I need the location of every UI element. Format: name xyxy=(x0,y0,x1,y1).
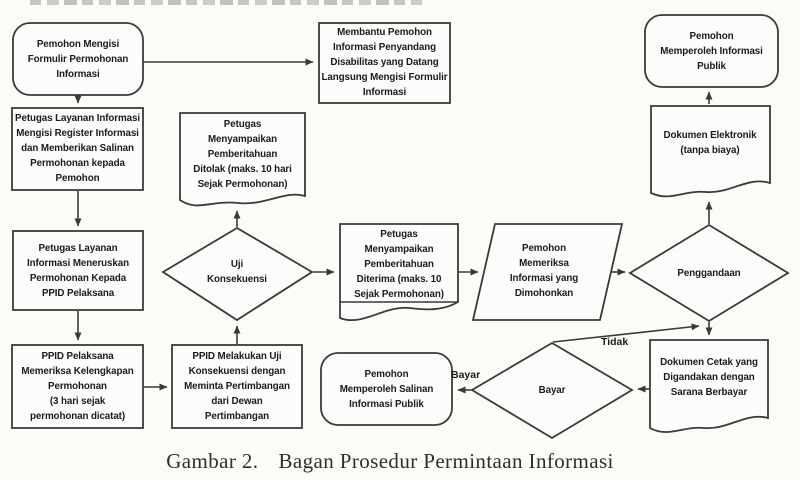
membantu-disabilitas-label: Membantu Pemohon Informasi Penyandang Di… xyxy=(321,27,448,98)
bayar-decision-label: Bayar xyxy=(538,384,566,396)
dokumen-cetak-document xyxy=(649,339,769,433)
edge-label-bayar: Bayar xyxy=(451,369,481,381)
pemohon-mengisi-label: Pemohon Mengisi Formulir Permohonan Info… xyxy=(27,38,129,80)
pemohon-memeriksa-parallelogram xyxy=(471,223,624,321)
penggandaan-diamond xyxy=(628,223,790,323)
petugas-register-label: Petugas Layanan Informasi Mengisi Regist… xyxy=(15,113,140,184)
pemohon-mengisi-terminator xyxy=(12,22,144,96)
pemohon-memperoleh-salinan-label: Pemohon Memperoleh Salinan Informasi Pub… xyxy=(339,368,434,410)
ppid-memeriksa-box xyxy=(11,344,144,429)
pemohon-memperoleh-salinan-terminator xyxy=(320,352,453,426)
ppid-uji-label: PPID Melakukan Uji Konsekuensi dengan Me… xyxy=(184,351,290,422)
penggandaan-label: Penggandaan xyxy=(677,267,741,279)
edge-bayar-tidak-diagonal xyxy=(552,323,700,343)
pemohon-memeriksa-label: Pemohon Memeriksa Informasi yang Dimohon… xyxy=(509,243,579,299)
pemberitahuan-ditolak-label: Petugas Menyampaikan Pemberitahuan Ditol… xyxy=(193,119,292,190)
pemohon-memperoleh-informasi-label: Pemohon Memperoleh Informasi Publik xyxy=(660,30,763,72)
ppid-memeriksa-label: PPID Pelaksana Memeriksa Kelengkapan Per… xyxy=(21,351,134,422)
bayar-diamond xyxy=(470,341,634,440)
uji-konsekuensi-label: Uji Konsekuensi xyxy=(207,258,267,285)
petugas-meneruskan-box xyxy=(12,230,144,311)
uji-konsekuensi-diamond xyxy=(161,226,314,322)
ppid-uji-box xyxy=(171,344,303,429)
pemberitahuan-ditolak-document xyxy=(179,112,306,207)
cropped-text-remnant xyxy=(30,0,422,5)
pemberitahuan-diterima-label: Petugas Menyampaikan Pemberitahuan Diter… xyxy=(354,229,444,300)
dokumen-elektronik-label: Dokumen Elektronik (tanpa biaya) xyxy=(663,130,757,156)
pemberitahuan-diterima-document xyxy=(339,223,459,321)
pemohon-memperoleh-informasi-terminator xyxy=(644,14,779,88)
figure-caption: Gambar 2. Bagan Prosedur Permintaan Info… xyxy=(0,448,780,474)
edge-label-tidak: Tidak xyxy=(601,336,629,348)
figure-caption-label: Gambar 2. xyxy=(166,449,259,473)
figure-caption-title: Bagan Prosedur Permintaan Informasi xyxy=(278,449,614,473)
petugas-meneruskan-label: Petugas Layanan Informasi Meneruskan Per… xyxy=(27,242,129,299)
membantu-disabilitas-box xyxy=(318,22,451,104)
dokumen-cetak-label: Dokumen Cetak yang Digandakan dengan Sar… xyxy=(660,356,758,398)
petugas-register-box xyxy=(11,107,144,191)
dokumen-elektronik-document xyxy=(650,105,771,198)
